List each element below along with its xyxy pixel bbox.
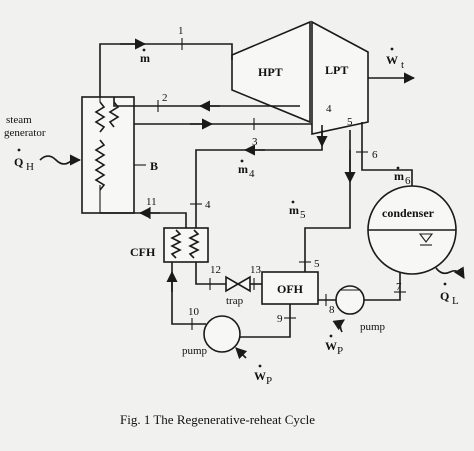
state-4-label-top: 4 bbox=[326, 103, 332, 115]
pump-right-work-dot bbox=[329, 334, 333, 338]
coil-3 bbox=[94, 139, 106, 191]
turbine-work-subscript: t bbox=[401, 59, 404, 71]
mass-flow-4-subscript: 4 bbox=[249, 168, 255, 180]
pump-left-work-dot bbox=[258, 364, 262, 368]
coil-1 bbox=[94, 101, 106, 133]
steam-generator bbox=[81, 96, 135, 214]
line-2 bbox=[113, 97, 300, 107]
mass-flow-4-symbol: m bbox=[238, 162, 248, 176]
state-3-label: 3 bbox=[252, 136, 258, 148]
heat-input-dot bbox=[17, 148, 21, 152]
figure-caption: Fig. 1 The Regenerative-reheat Cycle bbox=[120, 412, 315, 427]
state-8-label: 8 bbox=[329, 304, 335, 316]
turbine-work-dot bbox=[390, 47, 394, 51]
state-12-label: 12 bbox=[210, 264, 221, 276]
state-10-label: 10 bbox=[188, 306, 200, 318]
turbine-work-symbol: W bbox=[386, 53, 398, 67]
state-7-label: 7 bbox=[396, 281, 402, 293]
state-11-label: 11 bbox=[146, 196, 157, 208]
trap-label: trap bbox=[226, 295, 244, 307]
cfh-coil-2 bbox=[188, 229, 200, 259]
state-9-label: 9 bbox=[277, 313, 283, 325]
heat-input-arrow bbox=[39, 154, 82, 166]
pump-left-work-arrow bbox=[235, 347, 248, 360]
mass-flow-5-symbol: m bbox=[289, 203, 299, 217]
mass-flow-5-subscript: 5 bbox=[300, 209, 306, 221]
pump-left-work-subscript: P bbox=[266, 375, 272, 387]
heat-output-subscript: L bbox=[452, 295, 459, 307]
pump-right-work-symbol: W bbox=[325, 339, 337, 353]
pump-left-label: pump bbox=[182, 345, 208, 357]
condenser-label: condenser bbox=[382, 206, 435, 220]
state-2-label: 2 bbox=[162, 92, 168, 104]
line-6 bbox=[361, 122, 413, 186]
line-12 bbox=[195, 262, 226, 285]
pump-left-work-symbol: W bbox=[254, 369, 266, 383]
heat-input-subscript: H bbox=[26, 161, 34, 173]
heat-output-arrow bbox=[435, 266, 465, 279]
cfh-coil-1 bbox=[170, 229, 182, 259]
lpt-label: LPT bbox=[325, 63, 348, 77]
steam-generator-label-1: steam bbox=[6, 114, 32, 126]
state-4-label: 4 bbox=[205, 199, 211, 211]
mass-flow-4-dot bbox=[240, 159, 244, 163]
level-indicator bbox=[418, 233, 434, 243]
mass-flow-symbol: m bbox=[140, 51, 150, 65]
heat-output-dot bbox=[443, 282, 447, 286]
state-1-label: 1 bbox=[178, 25, 184, 37]
cfh-heater bbox=[163, 227, 209, 263]
trap-valve-left bbox=[225, 275, 240, 293]
pump-left bbox=[203, 315, 241, 353]
mass-flow-6-subscript: 6 bbox=[405, 175, 411, 187]
mass-flow-6-dot bbox=[396, 166, 400, 170]
pump-right-work-arrow bbox=[332, 319, 345, 333]
state-5-label-top: 5 bbox=[347, 116, 353, 128]
line-5 bbox=[304, 180, 351, 272]
mass-flow-6-symbol: m bbox=[394, 169, 404, 183]
cfh-label: CFH bbox=[130, 245, 156, 259]
line-7 bbox=[364, 273, 401, 301]
line-11 bbox=[100, 212, 187, 228]
mass-flow-5-dot bbox=[291, 200, 295, 204]
state-6-label: 6 bbox=[372, 149, 378, 161]
lpt-turbine bbox=[311, 20, 369, 135]
mass-flow-dot bbox=[142, 48, 146, 52]
steam-generator-label-2: generator bbox=[4, 127, 46, 139]
heat-input-symbol: Q bbox=[14, 155, 23, 169]
pump-right-label: pump bbox=[360, 321, 386, 333]
pump-right-work-subscript: P bbox=[337, 345, 343, 357]
ofh-label: OFH bbox=[277, 282, 304, 296]
line-1 bbox=[99, 43, 233, 97]
heat-output-symbol: Q bbox=[440, 289, 449, 303]
state-5-label: 5 bbox=[314, 258, 320, 270]
hpt-label: HPT bbox=[258, 65, 283, 79]
hpt-turbine bbox=[231, 20, 311, 124]
line-9 bbox=[234, 304, 291, 338]
state-13-label: 13 bbox=[250, 264, 262, 276]
point-b-label: B bbox=[150, 159, 158, 173]
trap-valve-right bbox=[236, 275, 251, 293]
